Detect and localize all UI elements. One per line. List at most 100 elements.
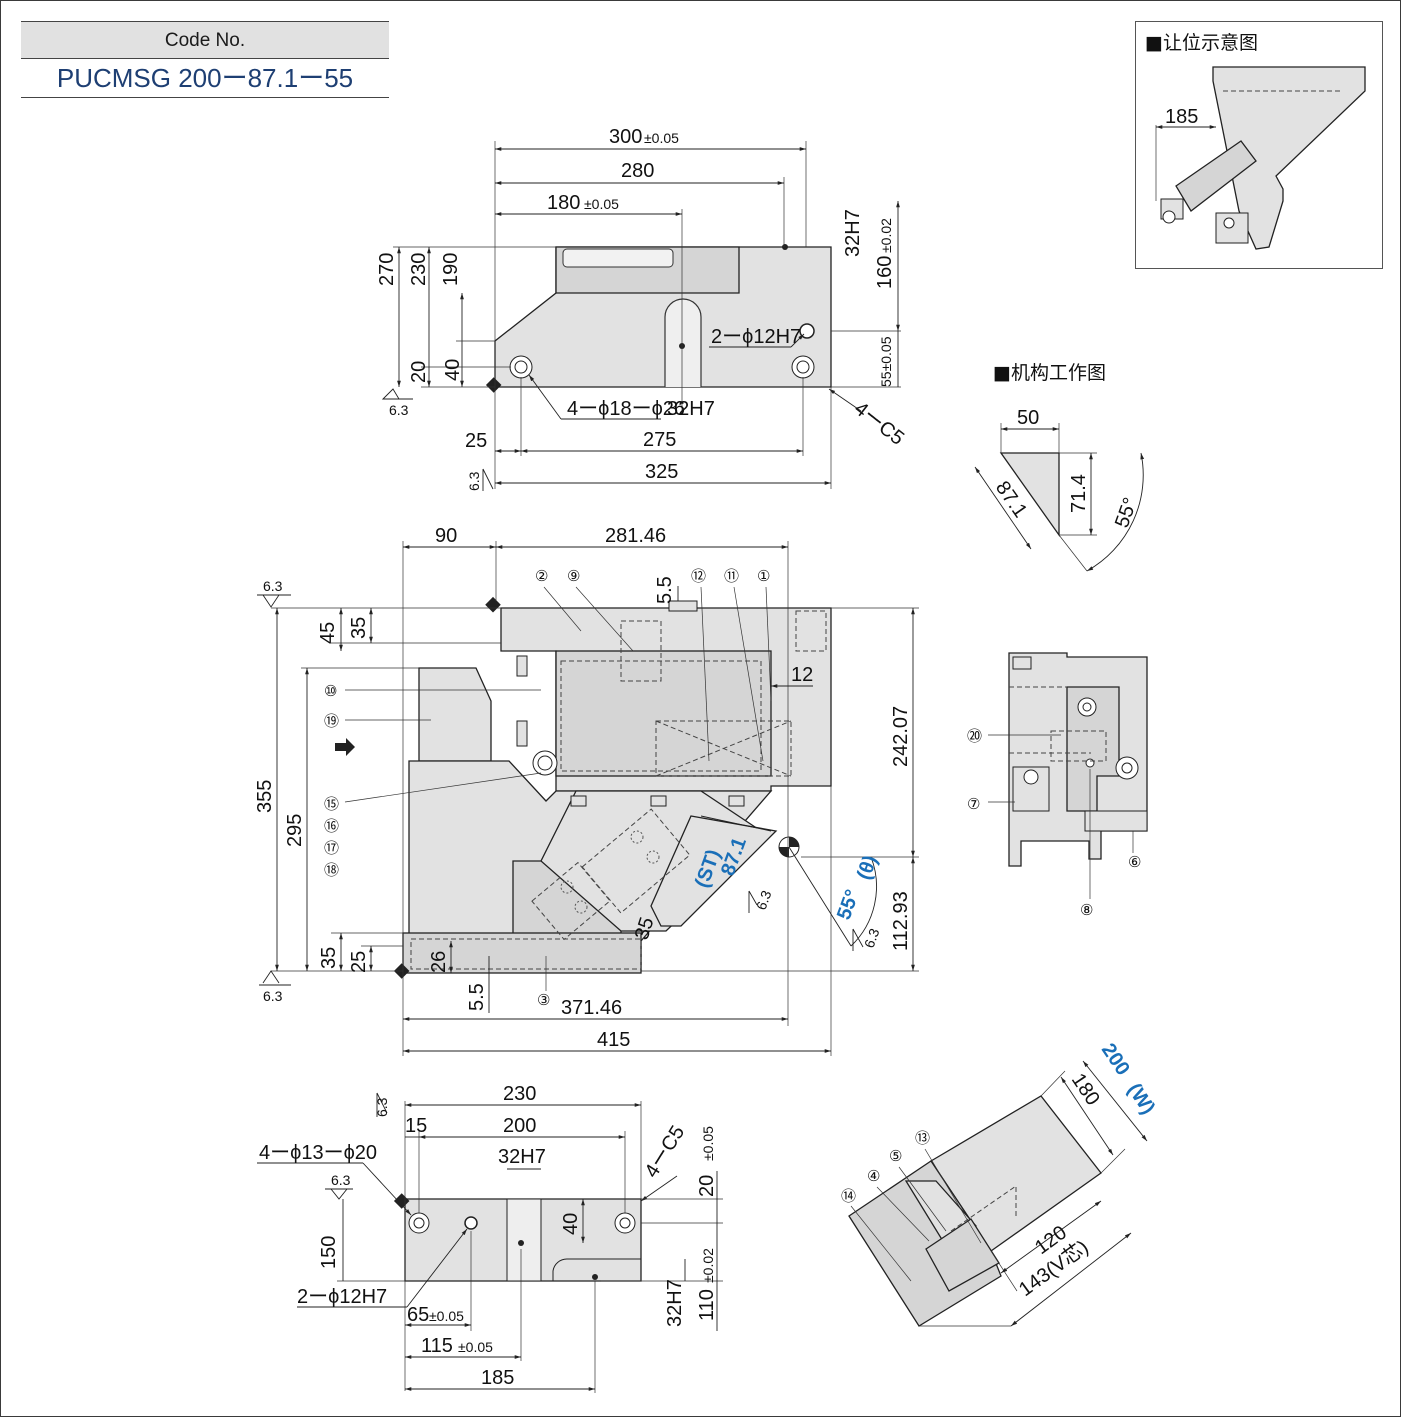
balloon-13: ⑬ [915,1130,930,1147]
dim-25-bottom: 25 [348,951,370,973]
dim-45: 45 [317,622,339,644]
dim-5-5-top: 5.5 [654,576,676,604]
dim-12: 12 [791,664,813,686]
note-c5-top: 4ーC5 [850,398,908,450]
balloon-15: ⑮ [324,796,339,813]
balloon-7: ⑦ [967,796,980,813]
dim-25-top: 25 [465,430,487,452]
roughness-front-3: 6.3 [753,888,775,912]
dim-20: 20 [408,361,430,383]
dim-5-5-bottom: 5.5 [466,983,488,1011]
dim-200-width: 200 [1097,1039,1134,1079]
dim-275: 275 [643,429,676,451]
dim-230: 230 [408,253,430,286]
dim-300: 300 [609,126,642,148]
dim-150: 150 [318,1236,340,1269]
balloon-3: ③ [537,992,550,1009]
balloon-19: ⑲ [324,713,339,730]
dim-180-iso: 180 [1067,1069,1104,1109]
roughness-top-1: 6.3 [389,402,409,418]
roughness-front-2: 6.3 [263,988,283,1004]
dim-w-label: (W) [1123,1079,1159,1118]
roughness-front-4: 6.3 [861,926,883,950]
bottom-view: 230 15 200 32H7 40 4ーC5 20 ±0.05 110 ±0.… [257,1083,723,1393]
dim-32h7-bottom: 32H7 [498,1146,546,1168]
front-view: 90 281.46 5.5 12 45 35 355 295 242.07 11… [254,525,919,1056]
balloon-8: ⑧ [1080,902,1093,919]
dim-26: 26 [428,951,450,973]
dim-115: 115 [421,1335,453,1357]
balloon-10: ⑩ [324,683,337,700]
dim-185-bottom: 185 [481,1367,514,1389]
dim-325: 325 [645,461,678,483]
code-value: PUCMSG 200ー87.1ー55 [21,59,389,98]
dim-371-46: 371.46 [561,997,622,1019]
clearance-inset-frame [1135,21,1383,269]
dim-20-bottom: 20 [696,1175,718,1197]
dim-415: 415 [597,1029,630,1051]
clearance-view: ■让位示意图 185 [1145,32,1366,250]
dim-242-07: 242.07 [890,706,912,767]
dim-32h7-bottom-2: 32H7 [664,1279,686,1327]
roughness-bottom-1: 6.3 [374,1097,390,1117]
dim-35-bottom: 35 [318,947,340,969]
code-label: Code No. [21,21,389,59]
dim-32h7-slot: 32H7 [667,398,715,420]
balloon-14: ⑭ [841,1188,856,1205]
balloon-20: ⑳ [967,728,982,745]
dim-200: 200 [503,1115,536,1137]
roughness-top-2: 6.3 [466,471,482,491]
dim-50: 50 [1017,407,1039,429]
dim-55: 55±0.05 [878,336,894,387]
dim-112-93: 112.93 [890,891,912,951]
note-c5-bottom: 4ーC5 [641,1122,690,1182]
dim-190: 190 [440,253,462,286]
side-view: ⑳ ⑦ ⑥ ⑧ [967,652,1148,919]
balloon-2: ② [535,568,548,585]
tol-180: ±0.05 [584,196,619,212]
dim-35-top: 35 [348,617,370,639]
balloon-18: ⑱ [324,862,339,879]
dim-40-bottom: 40 [560,1213,582,1235]
balloon-6: ⑥ [1128,854,1141,871]
dim-90: 90 [435,525,457,547]
dim-71-4: 71.4 [1068,474,1090,513]
tol-300: ±0.05 [644,130,679,146]
tol-20-bottom: ±0.05 [700,1126,716,1161]
heading-clearance: ■让位示意图 [1145,32,1258,54]
tol-115: ±0.05 [458,1339,493,1355]
heading-mechanism: ■机构工作图 [993,362,1106,384]
dim-angle-mech: 55° [1111,495,1142,531]
dim-355: 355 [254,780,276,813]
balloon-1: ① [757,568,770,585]
dim-185-clearance: 185 [1165,106,1198,128]
dim-280: 280 [621,160,654,182]
balloon-11: ⑪ [724,568,739,585]
tol-65: ±0.05 [429,1308,464,1324]
tol-110: ±0.02 [700,1248,716,1283]
dim-65: 65 [407,1304,429,1326]
balloon-17: ⑰ [324,840,339,857]
dim-32h7-top: 32H7 [842,209,864,257]
balloon-12: ⑫ [691,568,706,585]
dim-40: 40 [442,359,464,381]
dim-160: 160 [874,256,896,289]
roughness-front-1: 6.3 [263,578,283,594]
mechanism-view: ■机构工作图 50 87.1 71.4 55° [974,362,1145,572]
roughness-bottom-2: 6.3 [331,1172,351,1188]
dim-281-46: 281.46 [605,525,666,547]
code-box: Code No. PUCMSG 200ー87.1ー55 [21,21,389,98]
balloon-16: ⑯ [324,818,339,835]
dim-110: 110 [696,1289,718,1321]
note-2-holes-12h7-bottom: 2ーϕ12H7 [297,1286,387,1308]
balloon-4: ④ [867,1168,880,1185]
tol-160: ±0.02 [878,218,894,253]
dim-15: 15 [405,1115,427,1137]
dim-270: 270 [376,253,398,286]
top-view: 300 ±0.05 280 180 ±0.05 270 230 190 20 4… [376,126,908,491]
dim-180: 180 [547,192,580,214]
note-2-holes-12h7: 2ーϕ12H7 [711,326,801,348]
note-4-holes-13-20: 4ーϕ13ーϕ20 [259,1142,377,1164]
